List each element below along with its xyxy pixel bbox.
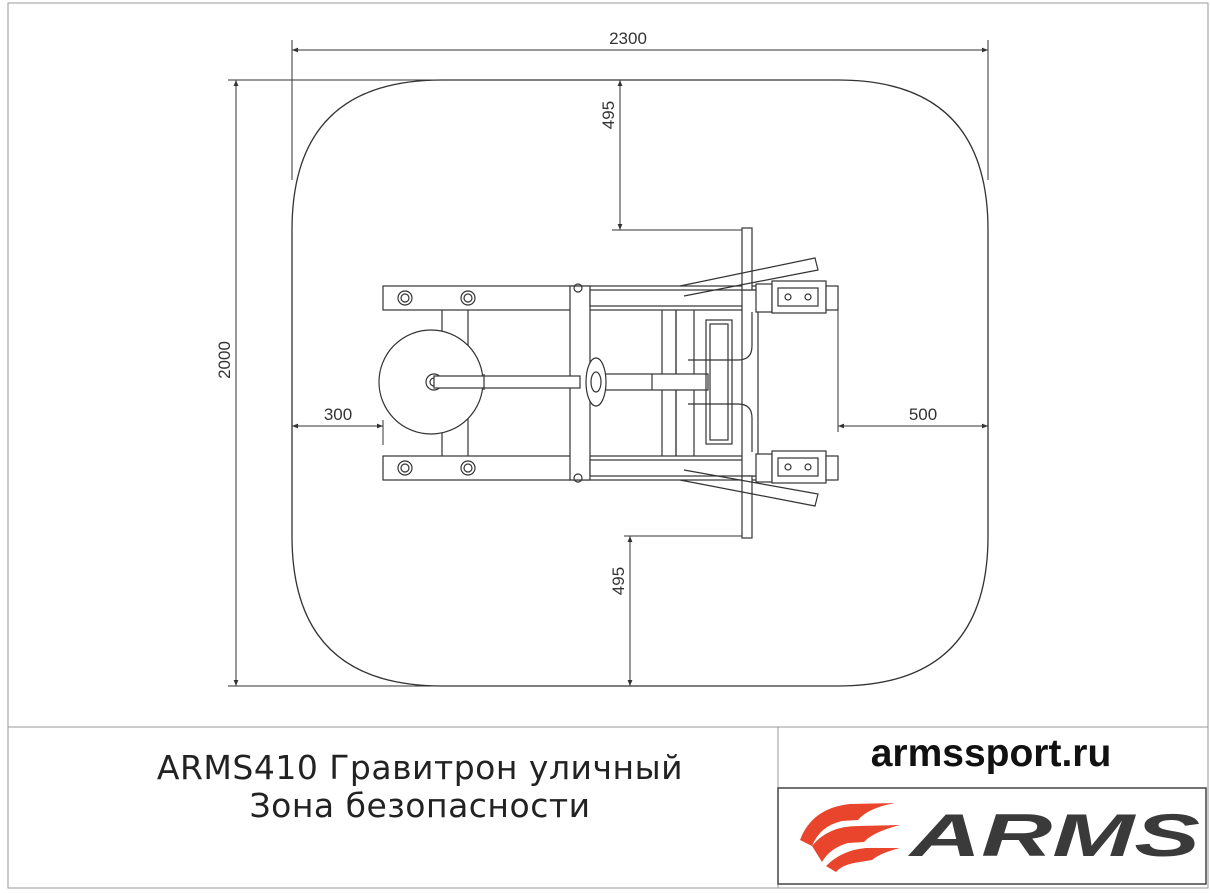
dimension-bottom-clearance: 495 [609, 535, 752, 686]
sheet-border [7, 2, 1209, 889]
dimension-label-right: 500 [909, 405, 937, 424]
website-link[interactable]: armssport.ru [870, 732, 1112, 775]
product-title: ARMS410 Гравитрон уличный [156, 748, 684, 787]
gravitron-machine-top-view [378, 227, 839, 539]
dimension-overall-height: 2000 [215, 79, 442, 687]
dimension-overall-width: 2300 [291, 29, 989, 180]
dimension-top-clearance: 495 [599, 80, 750, 231]
logo-wordmark: ARMS [907, 802, 1200, 869]
dimension-label-height: 2000 [215, 341, 234, 379]
dimension-label-width: 2300 [609, 29, 647, 48]
dimension-label-left: 300 [324, 405, 352, 424]
dimension-label-top: 495 [599, 101, 618, 129]
safety-zone-outline [291, 79, 989, 687]
logo-swoosh-icon [800, 803, 900, 872]
dimension-label-bottom: 495 [609, 567, 628, 595]
dimension-right-clearance: 500 [837, 310, 988, 432]
dimension-left-clearance: 300 [292, 405, 384, 445]
drawing-subtitle: Зона безопасности [249, 786, 591, 825]
